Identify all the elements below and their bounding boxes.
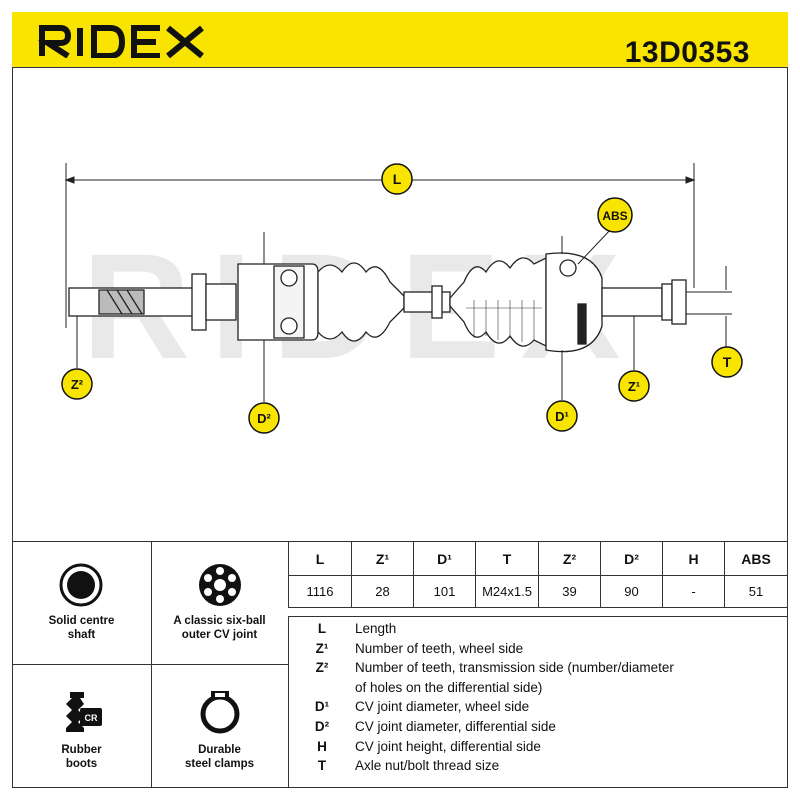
solid-shaft-icon: [59, 563, 103, 607]
spec-header: Z²: [538, 541, 601, 576]
legend-definition: CV joint height, differential side: [355, 738, 541, 754]
legend-key: Z¹: [315, 640, 329, 656]
legend-definition: CV joint diameter, differential side: [355, 719, 556, 734]
legend-key: Z²: [315, 660, 329, 676]
d1-marker-label: D¹: [555, 409, 569, 424]
thread-marker-label: T: [723, 354, 732, 370]
z2-marker: [61, 368, 93, 400]
spec-value: -: [662, 575, 725, 608]
ridex-logo: [38, 25, 204, 58]
legend-definition: of holes on the differential side): [355, 679, 543, 695]
legend-definition: CV joint diameter, wheel side: [355, 699, 530, 715]
d2-marker-label: D²: [257, 411, 271, 426]
legend-definition: Length: [355, 621, 397, 636]
z1-marker-label: Z¹: [628, 379, 640, 394]
specs-table: L Z¹ D¹ T Z² D² H ABS 1116 28 101 M24x1.…: [288, 541, 788, 608]
spec-value: 39: [538, 575, 601, 608]
legend-key: L: [317, 621, 327, 636]
divider: [12, 664, 288, 665]
spec-value: 1116: [288, 575, 352, 608]
spec-value: 51: [724, 575, 788, 608]
abs-marker-label: ABS: [602, 209, 627, 223]
spec-value: 28: [351, 575, 414, 608]
steel-clamp-icon: [200, 691, 240, 734]
length-dimension: [64, 163, 696, 328]
spec-header: H: [662, 541, 725, 576]
spec-header: D²: [600, 541, 663, 576]
legend-definition: Number of teeth, transmission side (numb…: [355, 660, 674, 676]
driveshaft: [68, 252, 687, 353]
d2-marker: [248, 402, 280, 434]
specs-header-row: L Z¹ D¹ T Z² D² H ABS: [288, 541, 788, 576]
d1-marker: [546, 400, 578, 432]
specs-values-row: 1116 28 101 M24x1.5 39 90 - 51: [288, 575, 788, 608]
part-number: 13D0353: [624, 36, 750, 69]
legend: L Length Z¹ Number of teeth, wheel side …: [288, 616, 788, 788]
header-bar: 13D0353: [12, 12, 788, 69]
legend-key: H: [317, 738, 327, 754]
rubber-boot-icon: CR: [66, 692, 102, 732]
spec-header: Z¹: [351, 541, 414, 576]
z2-marker-label: Z²: [71, 377, 84, 392]
z1-marker: [618, 370, 650, 402]
legend-definition: Axle nut/bolt thread size: [355, 758, 500, 774]
spec-header: D¹: [413, 541, 476, 576]
length-marker: [381, 163, 413, 195]
spec-header: T: [475, 541, 539, 576]
length-marker-label: L: [393, 171, 402, 187]
abs-marker: [597, 197, 633, 233]
legend-key: D¹: [314, 699, 330, 715]
spec-value: 101: [413, 575, 476, 608]
spec-header: L: [288, 541, 352, 576]
spec-header: ABS: [724, 541, 788, 576]
spec-value: M24x1.5: [475, 575, 539, 608]
thread-marker: [711, 346, 743, 378]
legend-definition: Number of teeth, wheel side: [355, 640, 524, 656]
six-ball-joint-icon: [199, 564, 241, 606]
driveshaft-drawing: RIDEX L: [61, 163, 743, 434]
legend-key: T: [317, 758, 327, 774]
legend-key: D²: [314, 719, 330, 734]
spec-value: 90: [600, 575, 663, 608]
rubber-boot-badge: CR: [85, 713, 98, 723]
